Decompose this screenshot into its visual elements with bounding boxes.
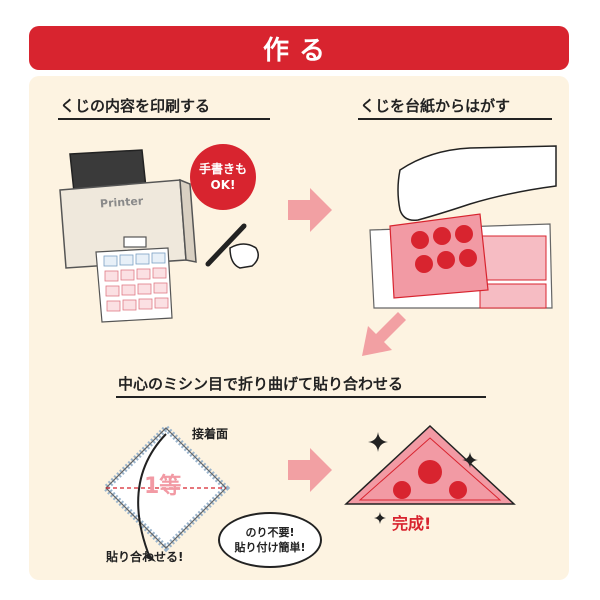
paste-together-label: 貼り合わせる!: [106, 550, 184, 564]
step-print-underline: [58, 118, 270, 120]
section-title: 作る: [262, 35, 335, 66]
printer-icon: [59, 149, 197, 323]
sparkle-icon: [368, 432, 388, 452]
speech-line-1: のり不要!: [245, 526, 295, 539]
step-print-label: くじの内容を印刷する: [60, 97, 211, 115]
step-fold-label: 中心のミシン目で折り曲げて貼り合わせる: [118, 375, 404, 393]
section-header: 作る: [29, 26, 569, 70]
arrow-right-icon: [288, 188, 332, 232]
sparkle-icon: [462, 452, 478, 468]
finished-ticket: [344, 424, 516, 505]
speech-line-2: 貼り付け簡単!: [234, 541, 306, 554]
complete-label: 完成!: [392, 514, 432, 533]
arrow-down-left-icon: [362, 312, 406, 356]
step-peel-label: くじを台紙からはがす: [360, 97, 511, 115]
ticket-grade-label: 1等: [144, 474, 182, 499]
step-peel-underline: [358, 118, 552, 120]
peeling-hand-icon: [369, 145, 557, 309]
pen-hand-icon: [205, 223, 259, 269]
badge-line-1: 手書きも: [198, 162, 247, 176]
adhesive-surface-label: 接着面: [192, 427, 229, 441]
sparkle-icon: [374, 512, 386, 524]
no-glue-speech-bubble: のり不要! 貼り付け簡単!: [218, 512, 322, 568]
handwriting-ok-badge: 手書きも OK!: [190, 144, 256, 210]
badge-line-2: OK!: [210, 178, 236, 192]
fold-diagram: [101, 423, 231, 562]
arrow-right-icon: [288, 448, 332, 492]
step-fold-underline: [116, 396, 486, 398]
